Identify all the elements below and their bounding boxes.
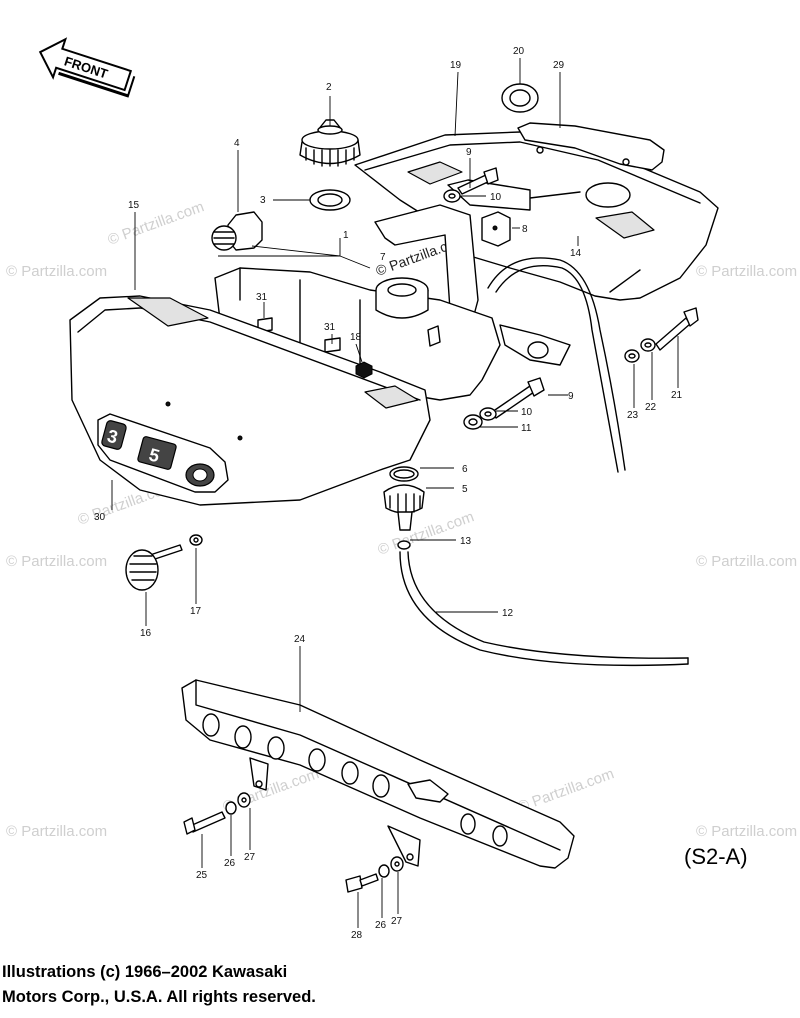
callout-24: 24 (294, 634, 306, 645)
callout-31-left: 31 (256, 292, 268, 303)
copyright-line-2: Motors Corp., U.S.A. All rights reserved… (2, 988, 316, 1006)
callout-3: 3 (260, 195, 266, 206)
bolt-28 (345, 873, 379, 893)
callout-14: 14 (570, 248, 582, 259)
watermark-text: © Partzilla.com (516, 765, 617, 816)
washer-27-lower (390, 856, 404, 872)
left-side-cover: 3 5 (69, 295, 431, 506)
grommet-20 (501, 83, 539, 113)
leader-lines (111, 58, 679, 928)
chain-guard-24 (181, 679, 575, 869)
copyright-line-1: Illustrations (c) 1966–2002 Kawasaki (2, 963, 288, 981)
hose-12 (399, 551, 689, 667)
bolt-25 (183, 811, 226, 835)
cap-5 (383, 484, 425, 531)
callout-22: 22 (645, 402, 657, 413)
plug-4 (211, 211, 263, 251)
svg-text:5: 5 (147, 444, 162, 466)
washer-26-lower (378, 864, 390, 878)
clip-13 (397, 540, 411, 550)
callout-16: 16 (140, 628, 152, 639)
callout-25: 25 (196, 870, 208, 881)
callout-27-upper: 27 (244, 852, 256, 863)
callout-6: 6 (462, 464, 468, 475)
callout-12: 12 (502, 608, 514, 619)
bolt-9-upper (457, 167, 499, 195)
callout-10-upper: 10 (490, 192, 502, 203)
callout-28: 28 (351, 930, 363, 941)
callout-23: 23 (627, 410, 639, 421)
nut-18 (355, 361, 373, 379)
callout-10-lower: 10 (521, 407, 533, 418)
callout-27-lower: 27 (391, 916, 403, 927)
guard-holes (202, 713, 508, 847)
watermark-text: © Partzilla.com (696, 823, 797, 840)
front-arrow-icon: FRONT (38, 37, 136, 98)
washer-17 (189, 534, 203, 546)
knob-16 (125, 544, 183, 591)
callout-13: 13 (460, 536, 472, 547)
clamp-8 (481, 211, 511, 247)
washer-11 (463, 414, 483, 430)
watermark-text: © Partzilla.com (106, 198, 207, 249)
callout-8: 8 (522, 224, 528, 235)
vent-hose (487, 257, 626, 473)
callout-9-lower: 9 (568, 391, 574, 402)
callout-18: 18 (350, 332, 362, 343)
washer-26-upper (225, 801, 237, 815)
bolt-21 (655, 307, 699, 351)
callout-7: 7 (380, 252, 386, 263)
filler-cap-2 (299, 119, 361, 167)
watermark-text: © Partzilla.com (6, 553, 107, 570)
callout-31-right: 31 (324, 322, 336, 333)
callout-20: 20 (513, 46, 525, 57)
callout-29: 29 (553, 60, 565, 71)
svg-text:3: 3 (105, 426, 120, 448)
washer-10-upper (443, 189, 461, 203)
callout-4: 4 (234, 138, 240, 149)
o-ring-6 (389, 466, 419, 482)
copyright-notice: Illustrations (c) 1966–2002 Kawasaki Mot… (2, 960, 522, 1010)
callout-5: 5 (462, 484, 468, 495)
callout-21: 21 (671, 390, 683, 401)
washer-22 (640, 338, 656, 352)
watermark-text: © Partzilla.com (696, 553, 797, 570)
watermark-text: © Partzilla.com (696, 263, 797, 280)
diagram-code: (S2-A) (684, 844, 748, 869)
callout-30: 30 (94, 512, 106, 523)
callout-17: 17 (190, 606, 202, 617)
callout-15: 15 (128, 200, 140, 211)
callout-19: 19 (450, 60, 462, 71)
callout-26-lower: 26 (375, 920, 387, 931)
gasket-3 (309, 189, 351, 211)
callout-1: 1 (343, 230, 349, 241)
callout-9-upper: 9 (466, 147, 472, 158)
washer-23 (624, 349, 640, 363)
callout-26-upper: 26 (224, 858, 236, 869)
bolt-9-lower (491, 377, 545, 419)
callouts: 1 2 3 4 5 6 7 8 9 9 10 10 11 12 13 14 15… (94, 46, 683, 941)
watermark-text: © Partzilla.com (6, 263, 107, 280)
callout-2: 2 (326, 82, 332, 93)
washer-27-upper (237, 792, 251, 808)
washer-10-lower (479, 407, 497, 421)
watermark-text: © Partzilla.com (376, 508, 477, 559)
callout-11: 11 (521, 423, 532, 434)
watermark-text: © Partzilla.com (6, 823, 107, 840)
